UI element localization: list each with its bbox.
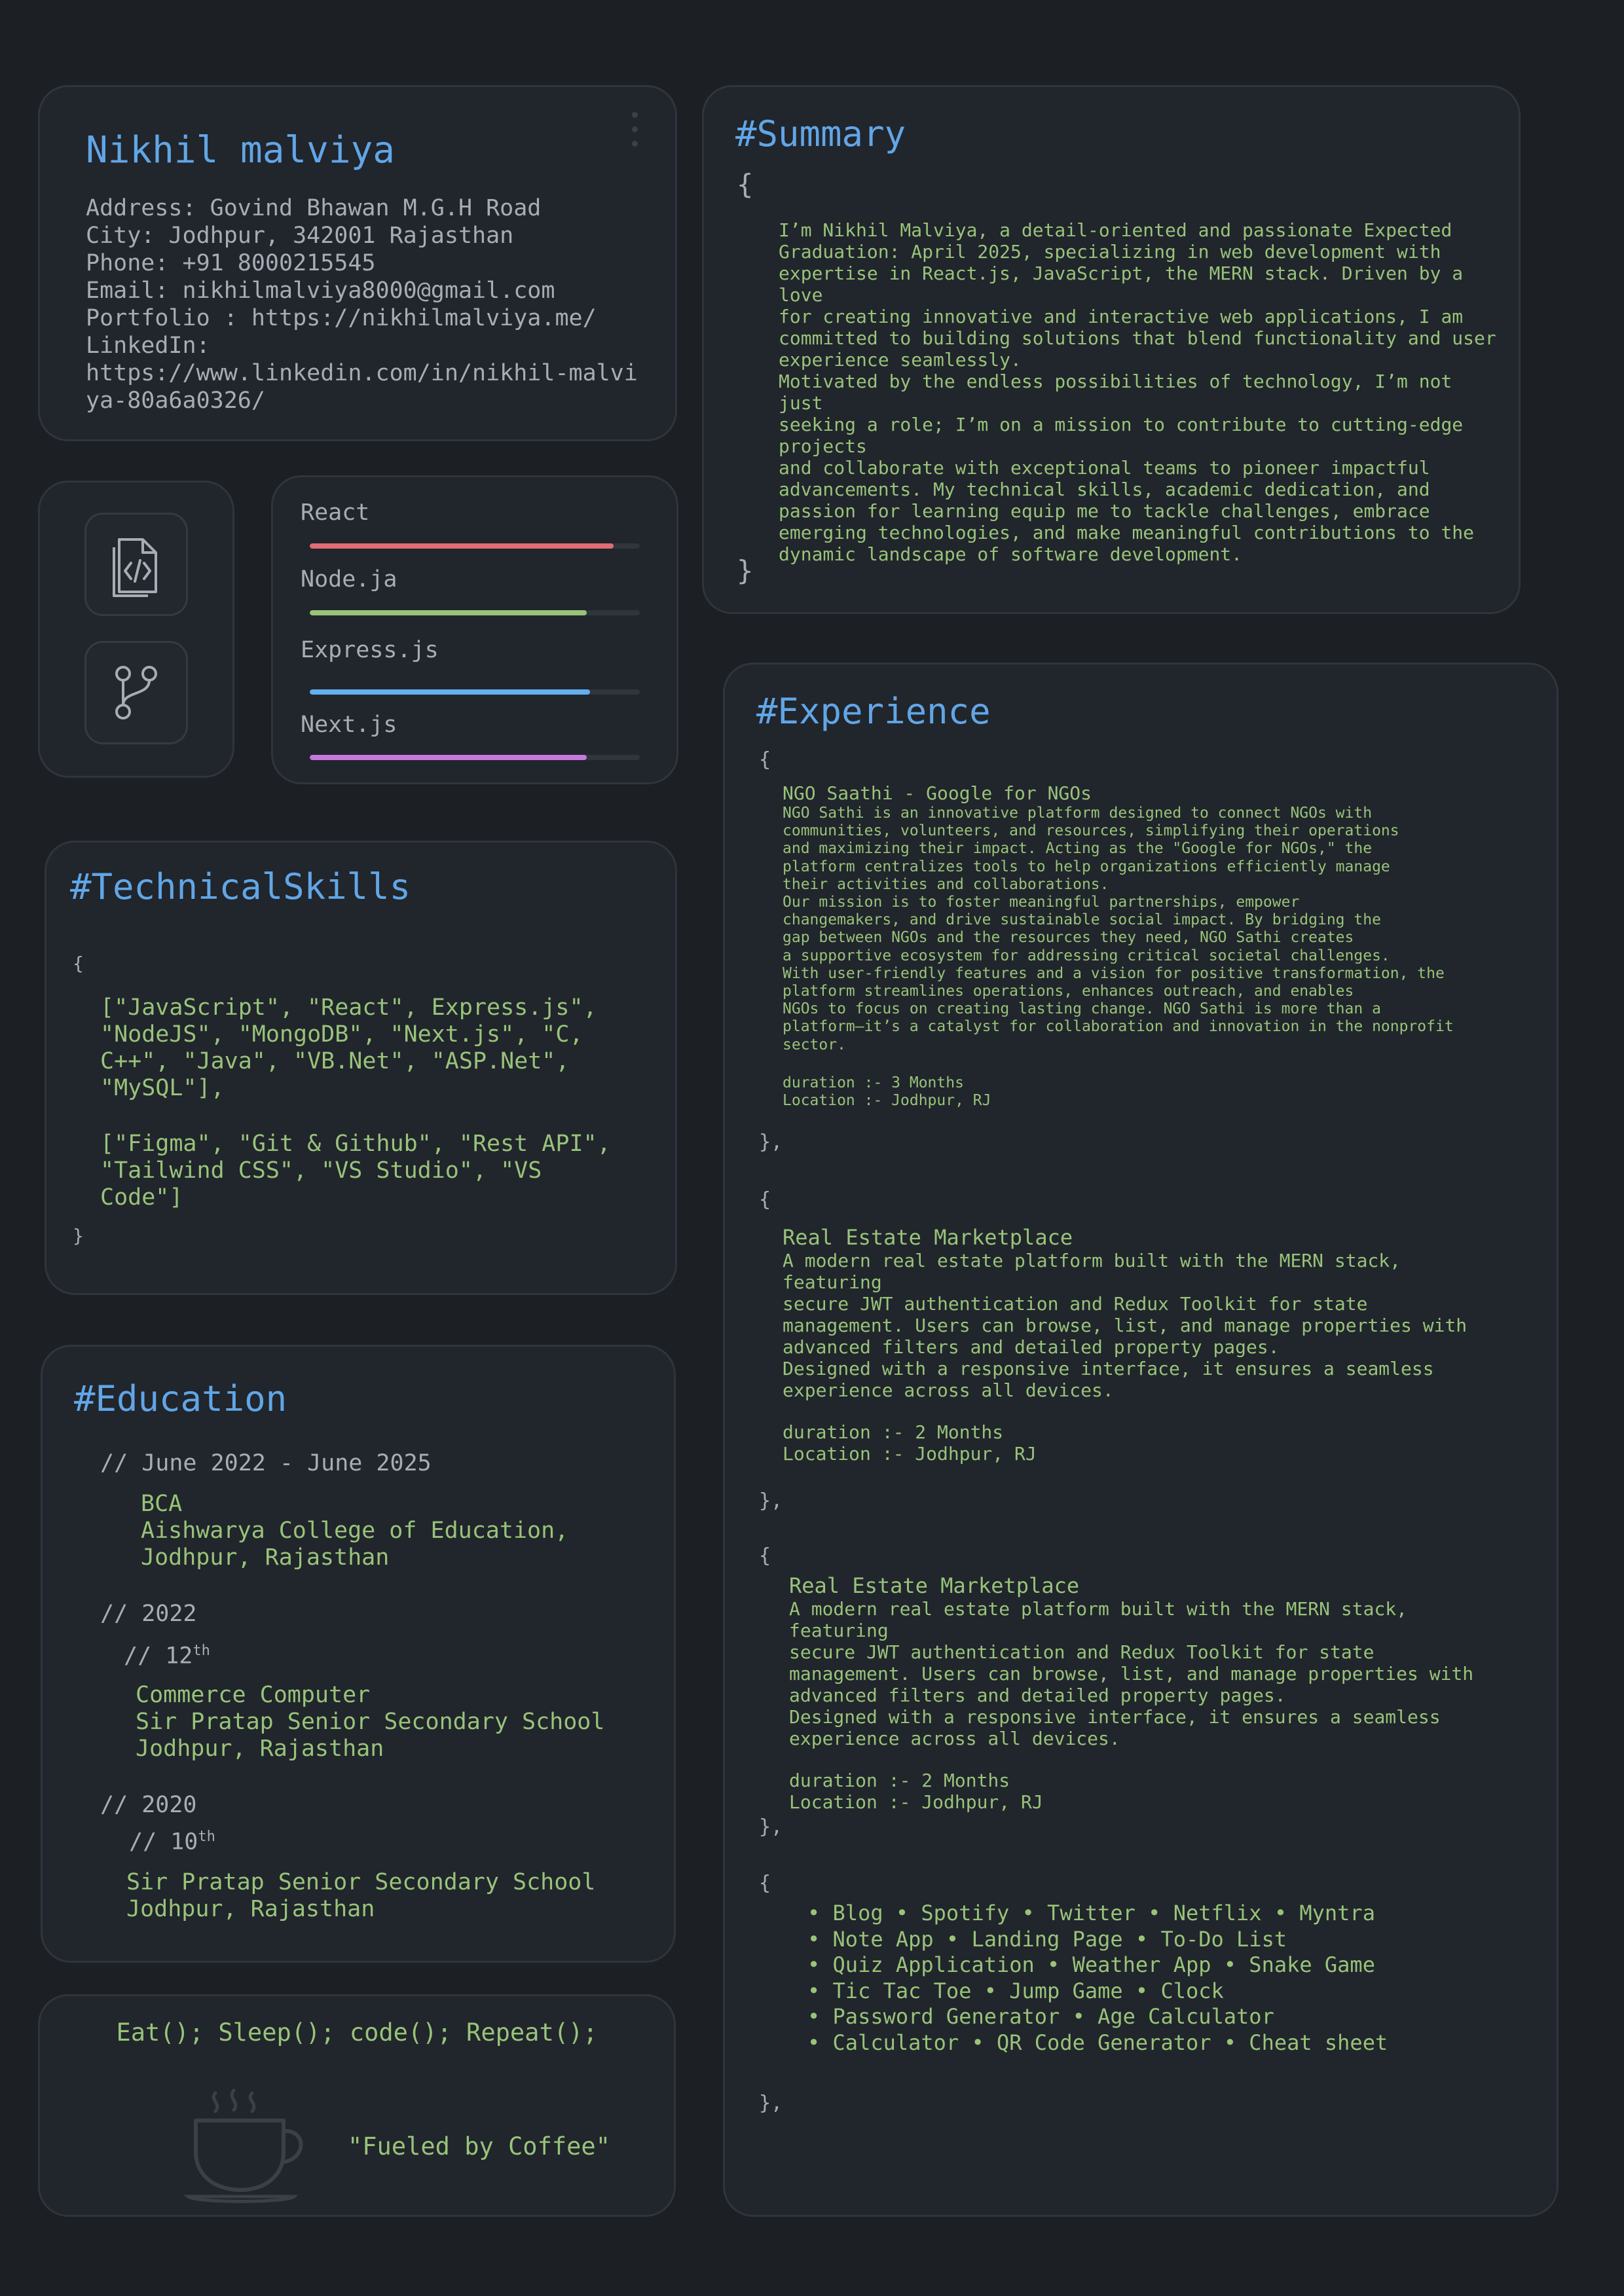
technical-skills-title: #TechnicalSkills <box>70 866 411 907</box>
address-line: Address: Govind Bhawan M.G.H Road <box>86 195 542 221</box>
close-brace: }, <box>759 1815 783 1838</box>
education-grade-2: // 12th <box>124 1643 210 1669</box>
real-estate-description-2: A modern real estate platform built with… <box>789 1598 1474 1749</box>
technical-skills-card: #TechnicalSkills { ["JavaScript", "React… <box>45 841 677 1295</box>
skill-label-react: React <box>301 500 370 526</box>
summary-title: #Summary <box>735 113 906 155</box>
education-details-3: Sir Pratap Senior Secondary School Jodhp… <box>126 1869 596 1922</box>
icons-card <box>38 481 234 778</box>
skills-list-tools: ["Figma", "Git & Github", "Rest API", "T… <box>100 1131 611 1211</box>
education-period-1: // June 2022 - June 2025 <box>100 1450 432 1476</box>
city-line: City: Jodhpur, 342001 Rajasthan <box>86 223 514 249</box>
ngo-title: NGO Saathi - Google for NGOs <box>783 782 1092 804</box>
contact-card: Nikhil malviya Address: Govind Bhawan M.… <box>38 85 677 441</box>
skill-label-next: Next.js <box>301 712 397 738</box>
experience-title: #Experience <box>756 691 991 732</box>
real-estate-meta-2: duration :- 2 Months Location :- Jodhpur… <box>789 1770 1043 1813</box>
open-brace: { <box>737 168 754 200</box>
summary-text: I’m Nikhil Malviya, a detail-oriented an… <box>779 219 1496 565</box>
coffee-card: Eat(); Sleep(); code(); Repeat(); "Fuele… <box>38 1994 676 2217</box>
open-brace: { <box>759 1188 771 1211</box>
close-brace: } <box>737 555 754 587</box>
summary-card: #Summary { I’m Nikhil Malviya, a detail-… <box>702 85 1521 614</box>
phone-line: Phone: +91 8000215545 <box>86 250 376 276</box>
skill-bar-react <box>310 543 640 549</box>
skills-card: React Node.ja Express.js Next.js <box>271 475 678 784</box>
open-brace: { <box>759 1872 771 1895</box>
education-period-3: // 2020 <box>100 1792 197 1818</box>
close-brace: }, <box>759 1489 783 1512</box>
education-card: #Education // June 2022 - June 2025 BCA … <box>41 1345 676 1963</box>
open-brace: { <box>759 1544 771 1567</box>
coffee-cup-icon <box>183 2088 303 2203</box>
more-options-icon[interactable] <box>632 112 638 155</box>
list-item: • Tic Tac Toe • Jump Game • Clock <box>807 1978 1224 2003</box>
list-item: • Blog • Spotify • Twitter • Netflix • M… <box>807 1901 1375 1925</box>
skill-label-express: Express.js <box>301 637 439 663</box>
education-details-1: BCA Aishwarya College of Education, Jodh… <box>141 1491 569 1571</box>
list-item: • Quiz Application • Weather App • Snake… <box>807 1952 1375 1977</box>
code-file-icon[interactable] <box>84 513 188 616</box>
education-title: #Education <box>74 1378 287 1419</box>
real-estate-title-1: Real Estate Marketplace <box>783 1225 1073 1250</box>
linkedin-url[interactable]: https://www.linkedin.com/in/nikhil-malvi… <box>86 360 638 414</box>
list-item: • Note App • Landing Page • To-Do List <box>807 1926 1287 1952</box>
close-brace: }, <box>759 1131 783 1154</box>
list-item: • Calculator • QR Code Generator • Cheat… <box>807 2030 1388 2055</box>
motto-text: Eat(); Sleep(); code(); Repeat(); <box>116 2018 598 2047</box>
projects-list: • Blog • Spotify • Twitter • Netflix • M… <box>807 1901 1388 2056</box>
open-brace: { <box>759 748 771 771</box>
git-branch-icon[interactable] <box>84 641 188 744</box>
skills-list-languages: ["JavaScript", "React", Express.js", "No… <box>100 994 597 1101</box>
open-brace: { <box>73 953 84 974</box>
skill-label-node: Node.ja <box>301 566 397 592</box>
real-estate-title-2: Real Estate Marketplace <box>789 1573 1080 1598</box>
education-period-2: // 2022 <box>100 1601 197 1627</box>
education-grade-3: // 10th <box>129 1829 215 1855</box>
real-estate-meta-1: duration :- 2 Months Location :- Jodhpur… <box>783 1421 1037 1465</box>
ngo-description: NGO Sathi is an innovative platform desi… <box>783 805 1454 1053</box>
contact-info: Address: Govind Bhawan M.G.H Road City: … <box>86 194 649 414</box>
ngo-meta: duration :- 3 Months Location :- Jodhpur… <box>783 1074 991 1110</box>
list-item: • Password Generator • Age Calculator <box>807 2004 1274 2029</box>
education-details-2: Commerce Computer Sir Pratap Senior Seco… <box>136 1682 605 1762</box>
linkedin-label: LinkedIn: <box>86 333 210 359</box>
experience-card: #Experience { NGO Saathi - Google for NG… <box>723 663 1559 2217</box>
portfolio-line: Portfolio : https://nikhilmalviya.me/ <box>86 305 597 331</box>
skill-bar-next <box>310 755 640 760</box>
real-estate-description-1: A modern real estate platform built with… <box>783 1250 1467 1401</box>
skill-bar-express <box>310 689 640 695</box>
email-line: Email: nikhilmalviya8000@gmail.com <box>86 278 555 304</box>
coffee-quote: "Fueled by Coffee" <box>348 2132 610 2160</box>
close-brace: }, <box>759 2092 783 2115</box>
candidate-name: Nikhil malviya <box>86 129 396 172</box>
skill-bar-node <box>310 610 640 615</box>
close-brace: } <box>73 1225 84 1247</box>
